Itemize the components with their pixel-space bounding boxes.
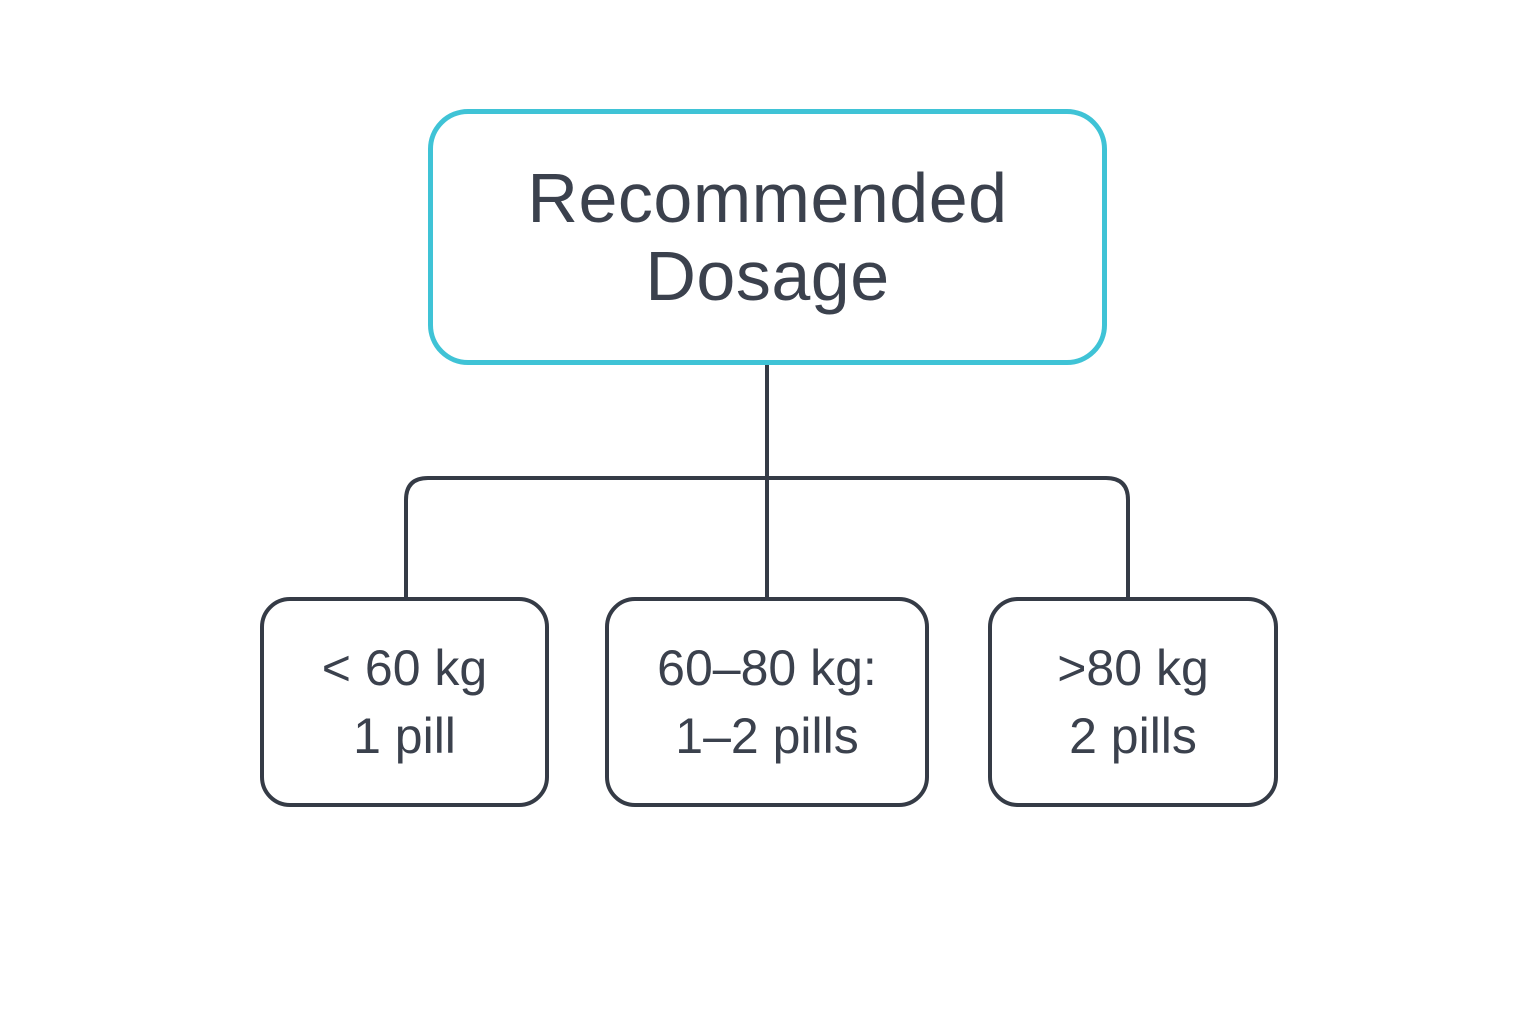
root-title-line-1: Recommended bbox=[527, 159, 1008, 237]
leaf-dose-label: 1–2 pills bbox=[675, 708, 859, 764]
connector-left-branch bbox=[404, 476, 769, 599]
leaf-dose-label: 1 pill bbox=[353, 708, 456, 764]
connector-right-branch bbox=[765, 476, 1130, 599]
leaf-dose-label: 2 pills bbox=[1069, 708, 1197, 764]
leaf-node-over-80kg: >80 kg 2 pills bbox=[988, 597, 1278, 807]
leaf-weight-label: >80 kg bbox=[1057, 640, 1209, 696]
root-node-recommended-dosage: Recommended Dosage bbox=[428, 109, 1107, 365]
root-title-line-2: Dosage bbox=[645, 237, 890, 315]
leaf-node-under-60kg: < 60 kg 1 pill bbox=[260, 597, 549, 807]
leaf-node-60-to-80kg: 60–80 kg: 1–2 pills bbox=[605, 597, 929, 807]
leaf-weight-label: 60–80 kg: bbox=[657, 640, 877, 696]
leaf-weight-label: < 60 kg bbox=[321, 640, 488, 696]
